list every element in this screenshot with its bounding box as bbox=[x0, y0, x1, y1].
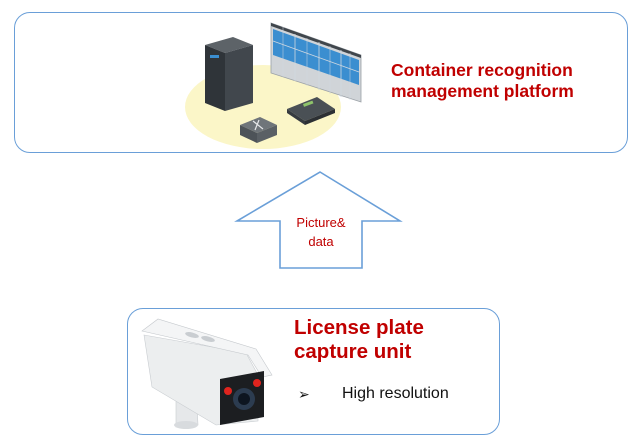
capture-unit-box: License plate capture unit ➢ High resolu… bbox=[127, 308, 500, 435]
server-cabinet bbox=[205, 37, 253, 111]
bullet-arrow-icon: ➢ bbox=[298, 385, 310, 402]
control-room-icon bbox=[185, 22, 362, 149]
up-arrow-shape bbox=[234, 171, 403, 269]
control-keyboard bbox=[287, 97, 335, 125]
platform-box: Container recognition management platfor… bbox=[14, 12, 628, 153]
capture-unit-title: License plate capture unit bbox=[294, 316, 424, 363]
camera-icon bbox=[141, 318, 273, 429]
feature-list-item: ➢ High resolution bbox=[298, 385, 449, 403]
video-wall bbox=[270, 22, 362, 103]
feature-text: High resolution bbox=[342, 385, 449, 402]
platform-title: Container recognition management platfor… bbox=[391, 60, 574, 101]
flow-label: Picture&data bbox=[296, 215, 346, 249]
network-switch bbox=[240, 117, 277, 143]
